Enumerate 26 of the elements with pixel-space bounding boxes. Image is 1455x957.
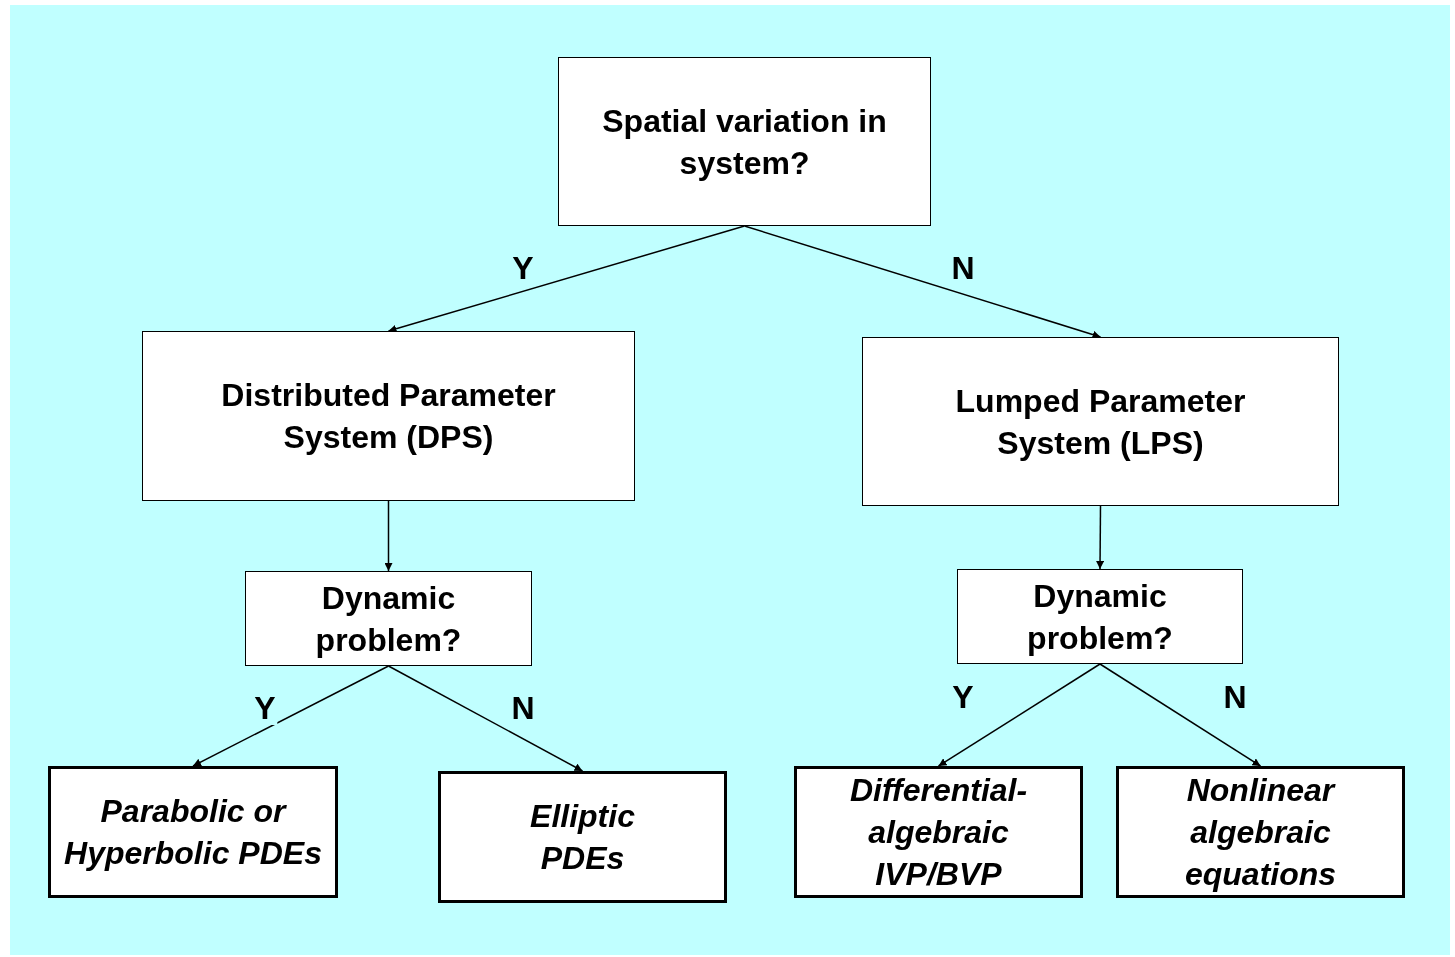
process-box [862,337,1339,506]
arrow [192,665,390,767]
arrow [384,500,393,572]
arrow [1096,505,1105,570]
arrow [387,665,584,772]
box-text: Spatial variation in system? [601,101,888,183]
box-text: Dynamic problem? [1026,576,1174,658]
process-box [48,766,338,898]
process-box [142,331,635,501]
arrow [387,225,746,333]
process-box [558,57,931,226]
arrow [937,663,1101,767]
box-text: Nonlinear algebraic equations [1183,771,1338,894]
arrow [1099,663,1262,767]
box-text: Parabolic or Hyperbolic PDEs [63,792,323,873]
box-text: Distributed Parameter System (DPS) [220,376,557,457]
process-box [438,771,727,903]
box-text: Elliptic PDEs [529,797,636,878]
box-text: Lumped Parameter System (LPS) [954,381,1247,463]
process-box [245,571,532,666]
box-text: Dynamic problem? [314,578,463,660]
process-box [1116,766,1405,898]
box-text: Differential-algebraic IVP/BVP [848,771,1029,894]
process-box [957,569,1243,664]
process-box [794,766,1083,898]
arrow [743,225,1102,339]
